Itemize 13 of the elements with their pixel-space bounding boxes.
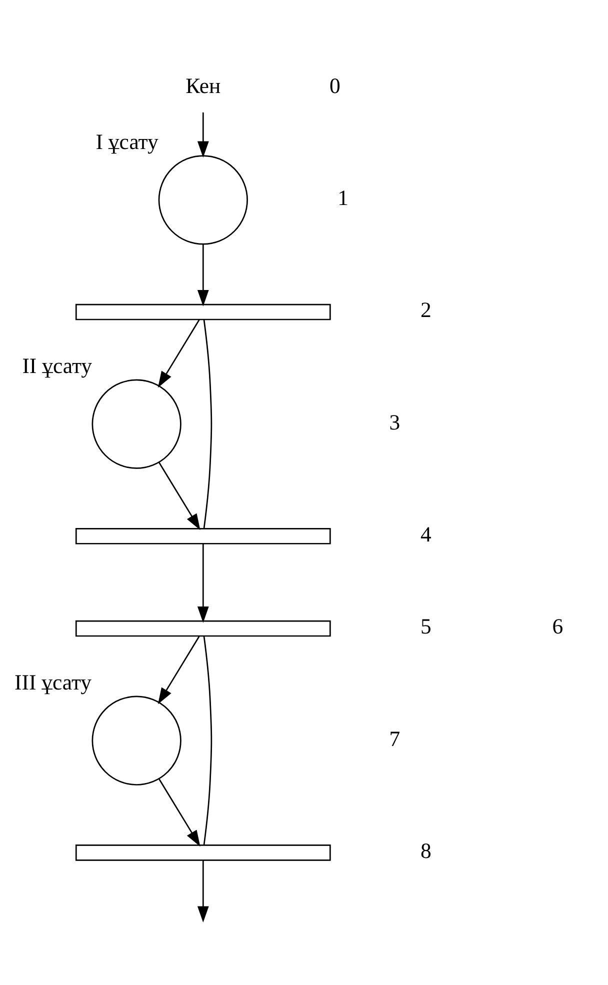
node-label: I ұсату bbox=[96, 130, 158, 154]
label: 8 bbox=[420, 838, 432, 863]
label: 0 bbox=[329, 74, 340, 98]
label: 2 bbox=[420, 298, 432, 322]
node-label: III ұсату bbox=[14, 670, 92, 694]
label: 1 bbox=[338, 186, 348, 210]
label: 4 bbox=[420, 522, 432, 546]
node-text: Кен bbox=[186, 74, 221, 98]
label: 7 bbox=[389, 726, 400, 751]
label: 5 bbox=[420, 614, 432, 639]
node-label: II ұсату bbox=[22, 354, 92, 378]
label: 3 bbox=[389, 410, 400, 434]
label: 6 bbox=[552, 614, 564, 639]
